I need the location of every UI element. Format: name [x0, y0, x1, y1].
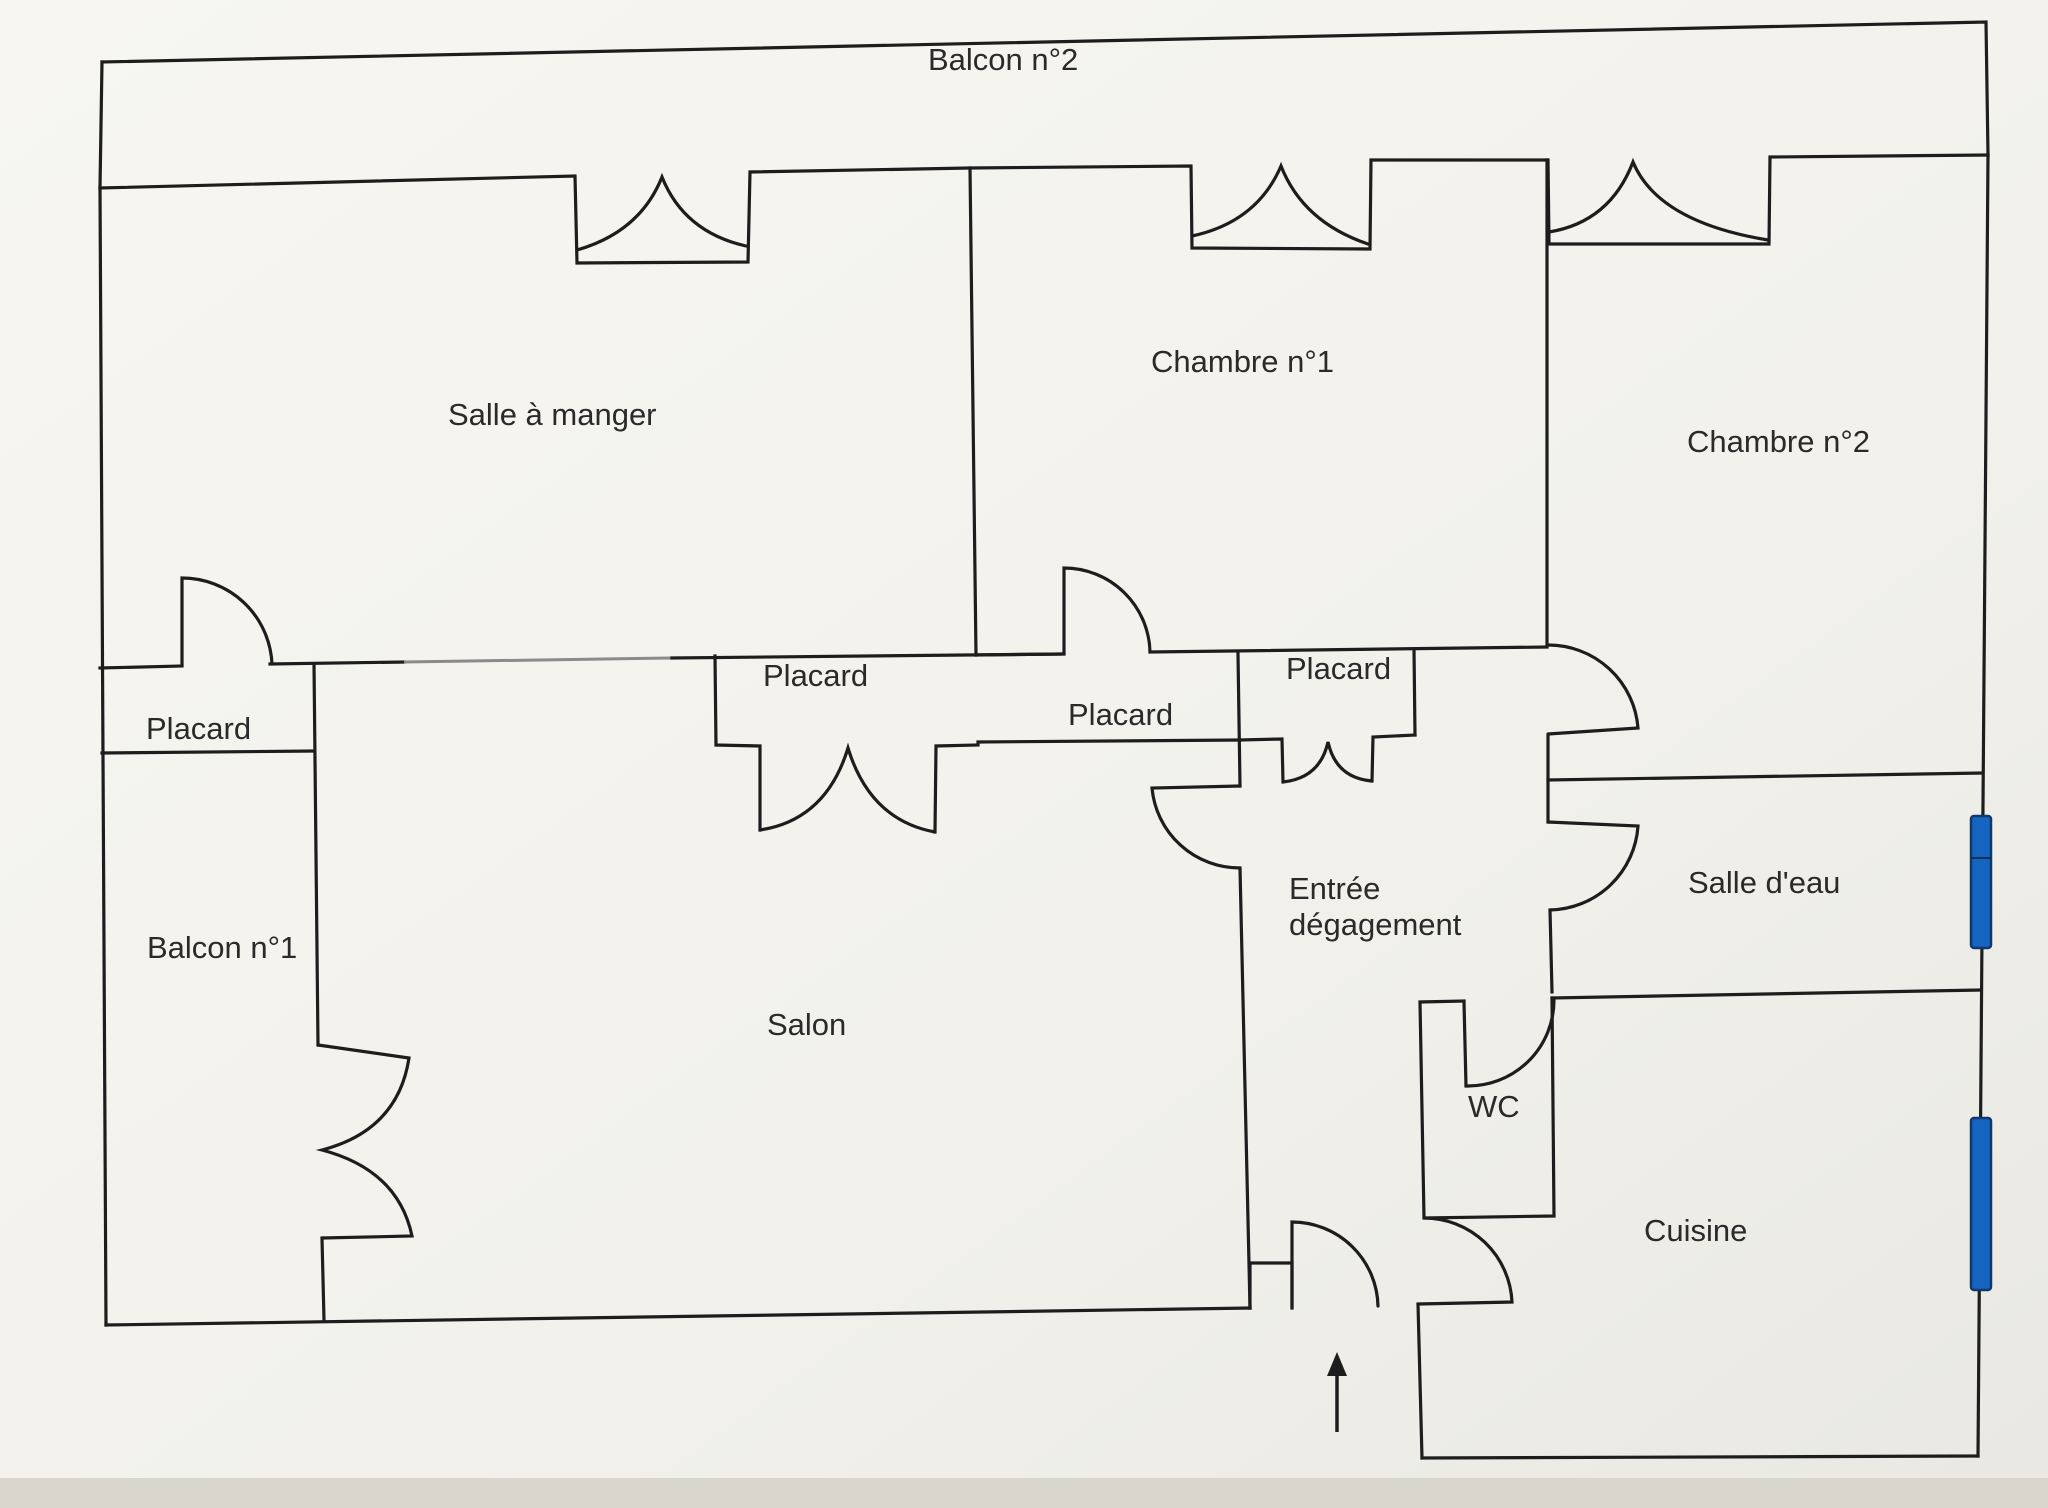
label-wc: WC: [1468, 1089, 1520, 1124]
wall-bottom-kitchen-step: [1416, 1302, 1424, 1460]
up-arrow-icon: [1327, 1352, 1347, 1432]
label-placard-mid: Placard: [763, 658, 868, 693]
wall-facade: [98, 153, 1990, 265]
wall-dining-bottom-b: [268, 660, 406, 666]
walls: [98, 20, 1990, 1460]
wall-placard-right-bottom: [1238, 737, 1285, 784]
wall-salon-hall: [1238, 866, 1252, 1310]
window-icon: [1969, 1116, 1993, 1292]
door-bedroom2: [1546, 643, 1640, 736]
wall-salon-left-lower: [320, 1236, 326, 1322]
paper-edge-shadow: [0, 1478, 2048, 1508]
wall-salle-deau-bottom: [1550, 988, 1982, 1000]
door-kitchen: [1416, 1216, 1514, 1306]
wall-bedroom1-bottom-b: [1148, 645, 1549, 654]
door-wc: [1464, 998, 1556, 1088]
label-placard-center: Placard: [1068, 697, 1173, 732]
label-salle-deau: Salle d'eau: [1688, 865, 1840, 900]
wall-bottom: [104, 1306, 1252, 1327]
label-cuisine: Cuisine: [1644, 1213, 1747, 1248]
door-placard-right: [1281, 741, 1374, 784]
wall-balcony2-top: [100, 20, 1990, 157]
door-placard-center: [1062, 566, 1152, 656]
door-dining-facade: [575, 172, 748, 252]
label-salon: Salon: [767, 1007, 846, 1042]
wall-wc-inner: [1462, 1000, 1468, 1088]
label-placard-left: Placard: [146, 711, 251, 746]
wall-dining-bottom-a: [98, 664, 184, 670]
label-chambre-1: Chambre n°1: [1151, 344, 1334, 379]
wall-bedroom1-bottom-a: [974, 652, 1062, 657]
door-salle-deau: [1546, 820, 1640, 912]
doors: [180, 157, 1770, 1310]
wall-placard-left-bottom: [100, 749, 316, 755]
wall-dining-bedroom1: [968, 166, 978, 657]
door-balcon1: [315, 1043, 414, 1240]
door-bedroom1-facade: [1190, 161, 1370, 246]
wall-placard-mid: [713, 654, 762, 832]
label-chambre-2: Chambre n°2: [1687, 424, 1870, 459]
door-bedroom2-facade: [1547, 157, 1770, 242]
door-placard-left: [180, 576, 274, 668]
label-balcon-2: Balcon n°2: [928, 42, 1078, 77]
wall-placard-right-right: [1412, 647, 1417, 737]
label-placard-right: Placard: [1286, 651, 1391, 686]
wall-hall-right-b: [1548, 908, 1554, 994]
wall-placard-center-bottom: [976, 738, 1242, 744]
door-placard-mid: [758, 742, 937, 834]
label-entree: Entrée: [1289, 871, 1380, 906]
wall-bedroom2-bottom: [1546, 771, 1984, 782]
wall-left-outer: [98, 186, 108, 1327]
door-salon-hall: [1150, 784, 1242, 870]
wall-placard-right-bottom2: [1370, 733, 1417, 783]
label-salle-a-manger: Salle à manger: [448, 397, 657, 432]
wall-placard-mid-right: [933, 743, 980, 834]
room-labels: Balcon n°2 Salle à manger Chambre n°1 Ch…: [146, 42, 1870, 1248]
wall-bottom-kitchen: [1420, 1454, 1980, 1460]
label-degagement: dégagement: [1289, 907, 1462, 942]
label-balcon-1: Balcon n°1: [147, 930, 297, 965]
wall-placard-center-right: [1236, 652, 1242, 788]
wall-salon-left: [312, 662, 320, 1047]
door-entrance: [1290, 1220, 1380, 1310]
sliding-partition: [403, 656, 673, 664]
wall-balcony2-left: [98, 60, 104, 190]
window-icon: [1969, 814, 1993, 950]
